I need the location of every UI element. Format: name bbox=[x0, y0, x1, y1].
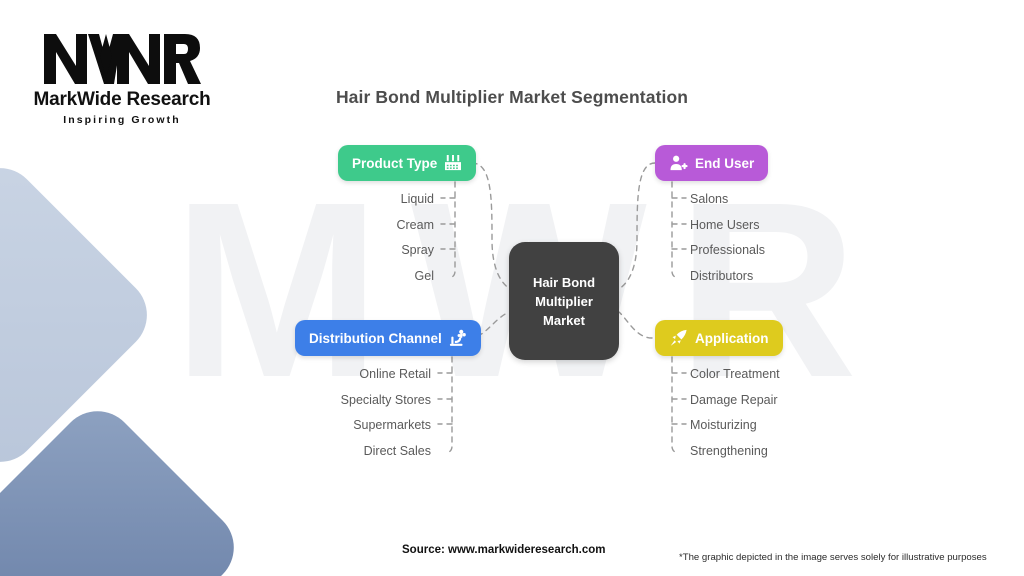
user-plus-icon bbox=[669, 155, 688, 172]
leaf-application-0: Color Treatment bbox=[690, 367, 780, 381]
center-node-line-2: Multiplier bbox=[535, 293, 593, 309]
source-note: Source: www.markwideresearch.com bbox=[402, 544, 606, 556]
leaf-product-type-2: Spray bbox=[401, 243, 434, 257]
branch-label-end-user: End User bbox=[695, 155, 755, 171]
center-node-line-1: Hair Bond bbox=[532, 274, 596, 290]
page-title: Hair Bond Multiplier Market Segmentation bbox=[335, 87, 689, 107]
leaf-product-type-0: Liquid bbox=[400, 192, 434, 206]
leaf-product-type-3: Gel bbox=[414, 269, 434, 283]
rocket-icon bbox=[669, 329, 688, 347]
leaf-end-user-3: Distributors bbox=[690, 269, 754, 283]
leaf-product-type-1: Cream bbox=[396, 218, 434, 232]
branch-badge-distribution-channel[interactable]: Distribution Channel bbox=[295, 320, 481, 356]
branch-label-distribution-channel: Distribution Channel bbox=[309, 330, 442, 346]
brand-logo: MarkWide Research Inspiring Growth bbox=[22, 30, 222, 126]
leaf-end-user-2: Professionals bbox=[690, 243, 766, 257]
center-node: Hair Bond Multiplier Market bbox=[509, 242, 619, 360]
leaf-application-3: Strengthening bbox=[690, 444, 768, 458]
mwr-monogram-icon bbox=[44, 34, 201, 84]
disclaimer-note: *The graphic depicted in the image serve… bbox=[679, 552, 987, 563]
leaf-distribution-channel-3: Direct Sales bbox=[363, 444, 431, 458]
branch-label-application: Application bbox=[695, 330, 769, 346]
branch-badge-end-user[interactable]: End User bbox=[655, 145, 769, 181]
leaf-application-1: Damage Repair bbox=[690, 393, 778, 407]
leaf-end-user-0: Salons bbox=[690, 192, 729, 206]
factory-icon bbox=[444, 155, 462, 171]
branch-badge-application[interactable]: Application bbox=[655, 320, 783, 356]
leaf-end-user-1: Home Users bbox=[690, 218, 760, 232]
center-node-line-3: Market bbox=[543, 312, 585, 328]
branch-badge-product-type[interactable]: Product Type bbox=[338, 145, 477, 181]
leaf-distribution-channel-0: Online Retail bbox=[359, 367, 431, 381]
microscope-icon bbox=[449, 329, 467, 347]
leaf-application-2: Moisturizing bbox=[690, 418, 757, 432]
leaf-distribution-channel-2: Supermarkets bbox=[353, 418, 431, 432]
leaf-distribution-channel-1: Specialty Stores bbox=[340, 393, 431, 407]
logo-tagline: Inspiring Growth bbox=[63, 114, 181, 126]
branch-label-product-type: Product Type bbox=[352, 155, 438, 171]
logo-company-name: MarkWide Research bbox=[33, 89, 211, 110]
